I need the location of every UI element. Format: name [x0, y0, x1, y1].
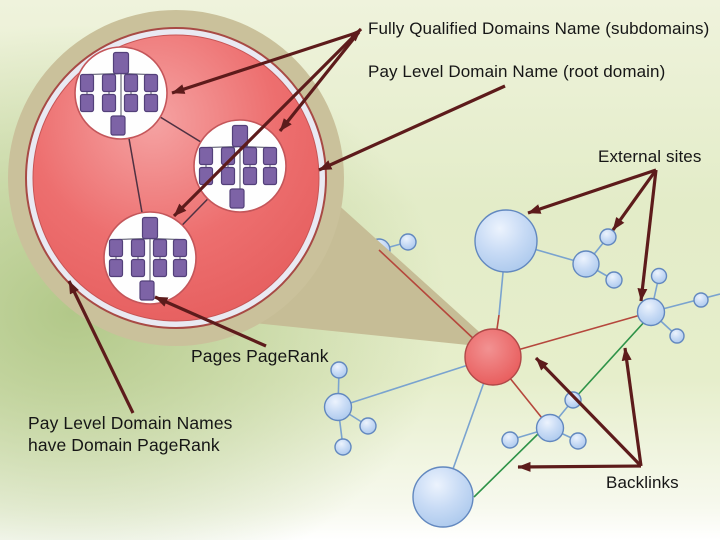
external-site-hub-right [636, 297, 666, 327]
external-arrow-2 [611, 169, 658, 231]
backlinks-arrow-1 [534, 356, 643, 468]
external-site-mid-bottom [535, 413, 565, 443]
page-node [141, 216, 159, 240]
external-site-small-c [605, 271, 623, 289]
external-site-small-a [399, 233, 417, 251]
page-node [242, 166, 258, 186]
page-node [108, 258, 124, 278]
backlinks-arrow-2 [621, 347, 643, 467]
page-node [262, 166, 278, 186]
page-node [101, 73, 117, 93]
page-node [172, 258, 188, 278]
external-site-large-top [474, 209, 538, 273]
external-site-small-j [564, 391, 582, 409]
page-node [79, 73, 95, 93]
external-arrow-1 [527, 168, 657, 215]
external-sites-label: External sites [598, 147, 702, 166]
fqdn-arrow-3 [172, 27, 363, 218]
network-edge [473, 430, 542, 498]
page-node [108, 238, 124, 258]
page-node [262, 146, 278, 166]
page-node [152, 238, 168, 258]
external-site-small-i [334, 438, 352, 456]
external-site-small-k [501, 431, 519, 449]
page-node [172, 238, 188, 258]
external-site-small-g [330, 361, 348, 379]
page-node [143, 93, 159, 113]
external-site-small-b [599, 228, 617, 246]
pld-names-line1: Pay Level Domain Names [28, 413, 233, 433]
page-node [198, 146, 214, 166]
pld-arrow [318, 84, 506, 172]
page-node [229, 188, 245, 209]
page-node [139, 280, 155, 301]
external-site-small-l [569, 432, 587, 450]
page-node [220, 166, 236, 186]
external-site-small-f [669, 328, 685, 344]
page-node [110, 115, 126, 136]
pages-pagerank-label: Pages PageRank [191, 346, 329, 366]
external-arrow-3 [637, 169, 658, 302]
page-node [130, 238, 146, 258]
pld-names-label: Pay Level Domain Names have Domain PageR… [28, 412, 233, 456]
pages-arrow [154, 295, 267, 348]
external-site-small-h [359, 417, 377, 435]
page-node [143, 73, 159, 93]
pld-names-arrow [67, 280, 135, 414]
page-node [123, 93, 139, 113]
pld-names-line2: have Domain PageRank [28, 435, 220, 455]
external-site-left [323, 392, 353, 422]
backlinks-label: Backlinks [606, 473, 679, 492]
backlinks-arrow-3 [517, 461, 642, 472]
external-site-small-e [693, 292, 709, 308]
pld-label: Pay Level Domain Name (root domain) [368, 62, 666, 81]
page-node [112, 51, 130, 75]
external-site-mid-right [572, 250, 600, 278]
external-site-large-bottom [412, 466, 474, 528]
page-node [242, 146, 258, 166]
fqdn-label: Fully Qualified Domains Name (subdomains… [368, 19, 710, 38]
page-node [79, 93, 95, 113]
page-node [101, 93, 117, 113]
page-node [152, 258, 168, 278]
page-node [130, 258, 146, 278]
external-site-small-d [650, 267, 668, 285]
network-edge [574, 319, 647, 399]
page-node [123, 73, 139, 93]
target-domain-node [464, 328, 522, 386]
